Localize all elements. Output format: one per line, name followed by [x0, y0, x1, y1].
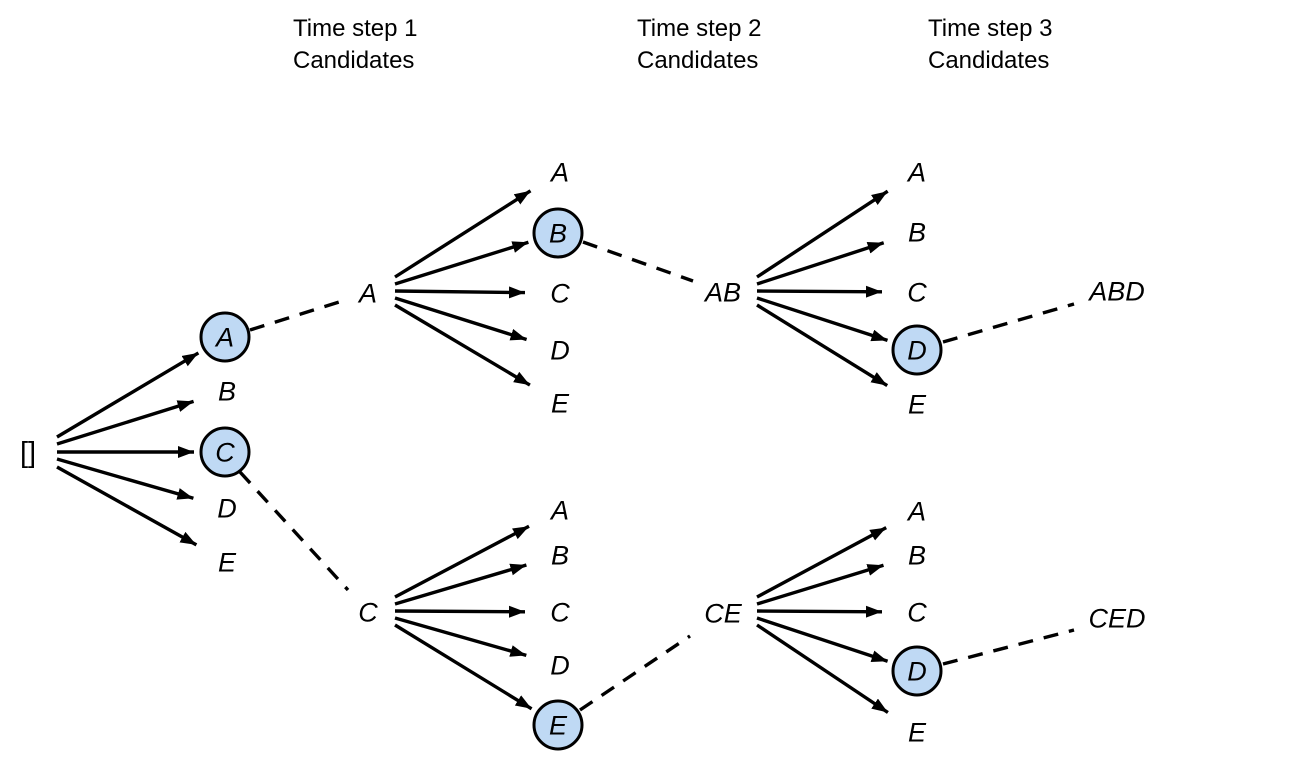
candidate-arrow: [756, 623, 889, 714]
beam-label: CE: [704, 599, 742, 629]
time-step-2-header: Time step 2: [637, 15, 762, 42]
beam-label: C: [358, 598, 378, 628]
candidate-label: C: [550, 279, 570, 309]
candidate-arrow: [756, 189, 889, 279]
candidate-arrow: [394, 616, 527, 658]
candidate-label: B: [908, 541, 926, 571]
candidate-label: E: [908, 718, 927, 748]
candidate-arrow: [756, 285, 883, 298]
candidate-label: E: [218, 548, 237, 578]
candidate-label: D: [217, 494, 237, 524]
selected-node-circle: [199, 311, 251, 363]
candidate-label: A: [906, 497, 926, 527]
dashed-connector: [249, 300, 340, 332]
candidate-arrow: [756, 616, 889, 663]
time-step-3-header-subtitle: Candidates: [928, 47, 1049, 74]
time-step-1-header: Time step 1: [293, 15, 418, 42]
candidate-arrow: [56, 351, 200, 439]
candidate-arrow: [756, 605, 883, 618]
candidate-arrow: [394, 623, 533, 711]
candidate-label: B: [549, 219, 567, 249]
dashed-connector: [579, 634, 691, 712]
candidate-label: D: [550, 651, 570, 681]
candidate-label: B: [551, 541, 569, 571]
candidate-arrow: [56, 457, 194, 500]
candidate-label: D: [550, 336, 570, 366]
dashed-connector: [942, 628, 1075, 666]
candidate-arrow: [394, 524, 530, 599]
candidate-arrow: [756, 526, 888, 599]
candidate-arrow: [394, 296, 528, 342]
selected-node-circle: [532, 207, 584, 259]
candidate-arrow: [756, 563, 884, 606]
candidate-label: B: [218, 377, 236, 407]
selected-node-circle: [199, 426, 251, 478]
candidate-label: E: [551, 389, 570, 419]
candidate-arrow: [756, 296, 889, 343]
root-node-label: []: [20, 437, 36, 469]
candidate-label: C: [907, 278, 927, 308]
candidate-arrow: [56, 399, 195, 446]
candidate-label: E: [549, 711, 568, 741]
candidate-arrow: [394, 240, 529, 286]
selected-node-circle: [891, 324, 943, 376]
candidate-arrow: [394, 303, 531, 387]
candidate-arrow: [756, 303, 889, 388]
candidate-arrow: [394, 286, 526, 299]
candidate-arrow: [394, 563, 527, 606]
time-step-2-header-subtitle: Candidates: [637, 47, 758, 74]
candidate-arrow: [394, 189, 532, 279]
result-label: CED: [1088, 604, 1145, 634]
candidate-label: C: [215, 438, 235, 468]
dashed-connector: [238, 470, 350, 592]
candidate-label: C: [550, 598, 570, 628]
candidate-label: A: [906, 158, 926, 188]
result-label: ABD: [1087, 277, 1145, 307]
beam-label: AB: [703, 278, 741, 308]
time-step-3-header: Time step 3: [928, 15, 1053, 42]
candidate-label: C: [907, 598, 927, 628]
candidate-label: E: [908, 390, 927, 420]
candidate-arrow: [756, 241, 885, 286]
candidate-label: D: [907, 336, 927, 366]
dashed-connector: [582, 240, 694, 283]
candidate-label: B: [908, 218, 926, 248]
candidate-label: A: [549, 158, 569, 188]
candidate-label: A: [214, 323, 234, 353]
selected-node-circle: [891, 645, 943, 697]
beam-label: A: [357, 279, 377, 309]
dashed-connector: [942, 302, 1075, 344]
candidate-arrow: [394, 605, 526, 618]
candidate-label: A: [549, 496, 569, 526]
selected-node-circle: [532, 699, 584, 751]
time-step-1-header-subtitle: Candidates: [293, 47, 414, 74]
candidate-arrow: [56, 465, 198, 547]
candidate-label: D: [907, 657, 927, 687]
